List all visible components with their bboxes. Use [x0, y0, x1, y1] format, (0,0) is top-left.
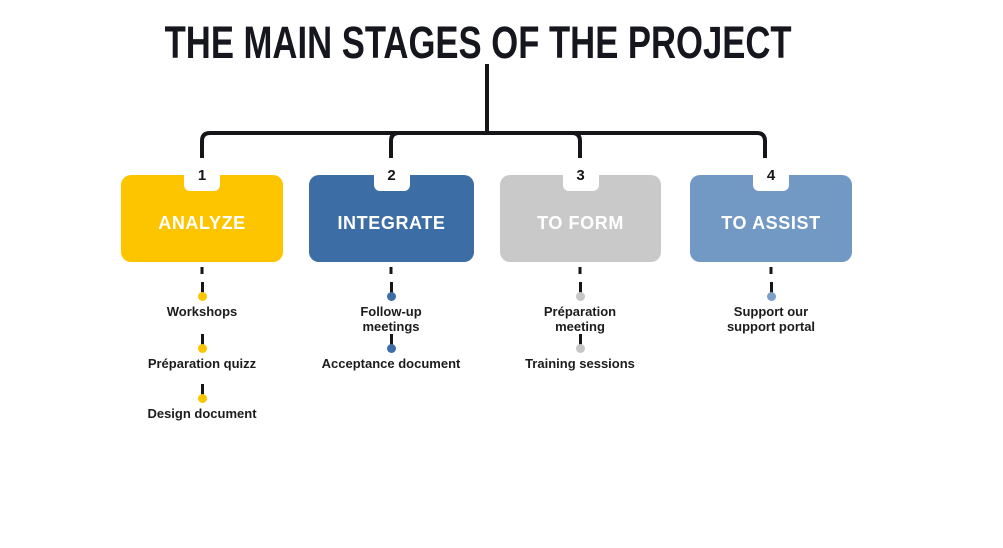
pin-dot [197, 394, 207, 403]
pin-line [578, 334, 582, 348]
stage-number-tab-2: 2 [373, 160, 410, 191]
pin-line [389, 282, 393, 296]
stage-box-integrate: 2 INTEGRATE [309, 160, 474, 262]
stage-item: Design document [117, 384, 287, 421]
pin-dot [386, 344, 396, 353]
pin-line [769, 282, 773, 296]
item-label: Acceptance document [321, 356, 461, 371]
dash-connector [769, 267, 773, 274]
stage-number-tab-4: 4 [753, 160, 789, 191]
stage-number-tab-3: 3 [562, 160, 599, 191]
stage-item: Préparation quizz [117, 334, 287, 371]
stage-number-tab-1: 1 [184, 160, 220, 191]
pin-dot [197, 292, 207, 301]
item-label: Support our support portal [726, 304, 816, 334]
pin-dot [386, 292, 396, 301]
stage-label-to-form: TO FORM [537, 212, 624, 233]
stage-item: Acceptance document [306, 334, 476, 371]
item-label: Préparation quizz [147, 356, 257, 371]
item-label: Training sessions [525, 356, 635, 371]
pin-dot [197, 344, 207, 353]
stage-box-to-assist: 4 TO ASSIST [690, 160, 852, 262]
item-label: Préparation meeting [543, 304, 617, 334]
pin-line [578, 282, 582, 296]
item-label: Follow-up meetings [360, 304, 422, 334]
pin-line [389, 334, 393, 348]
dash-connector [200, 267, 204, 274]
stage-number-2: 2 [387, 167, 396, 184]
pin-dot [575, 344, 585, 353]
stage-item: Workshops [117, 282, 287, 319]
page-title-text: THE MAIN STAGES OF THE PROJECT [164, 17, 792, 68]
stage-box-to-form: 3 TO FORM [500, 160, 661, 262]
stage-number-1: 1 [197, 167, 207, 184]
stage-item: Support our support portal [686, 282, 856, 334]
stage-number-3: 3 [576, 167, 585, 184]
stage-item: Follow-up meetings [306, 282, 476, 334]
item-label: Design document [147, 406, 257, 421]
dash-connector [578, 267, 582, 274]
item-label: Workshops [166, 304, 238, 319]
stage-label-to-assist: TO ASSIST [721, 212, 821, 233]
dash-connector [389, 267, 393, 274]
stage-item: Training sessions [495, 334, 665, 371]
pin-line [200, 334, 204, 348]
pin-dot [766, 292, 776, 301]
stage-label-integrate: INTEGRATE [337, 212, 446, 233]
connector-bracket-left [200, 131, 582, 158]
pin-line [200, 384, 204, 398]
stage-number-4: 4 [766, 167, 776, 184]
connector-bracket-right [389, 131, 767, 158]
pin-line [200, 282, 204, 296]
pin-dot [575, 292, 585, 301]
stage-box-analyze: 1 ANALYZE [121, 160, 283, 262]
stage-item: Préparation meeting [495, 282, 665, 334]
page-title: THE MAIN STAGES OF THE PROJECT [0, 17, 956, 68]
stage-label-analyze: ANALYZE [158, 212, 246, 233]
